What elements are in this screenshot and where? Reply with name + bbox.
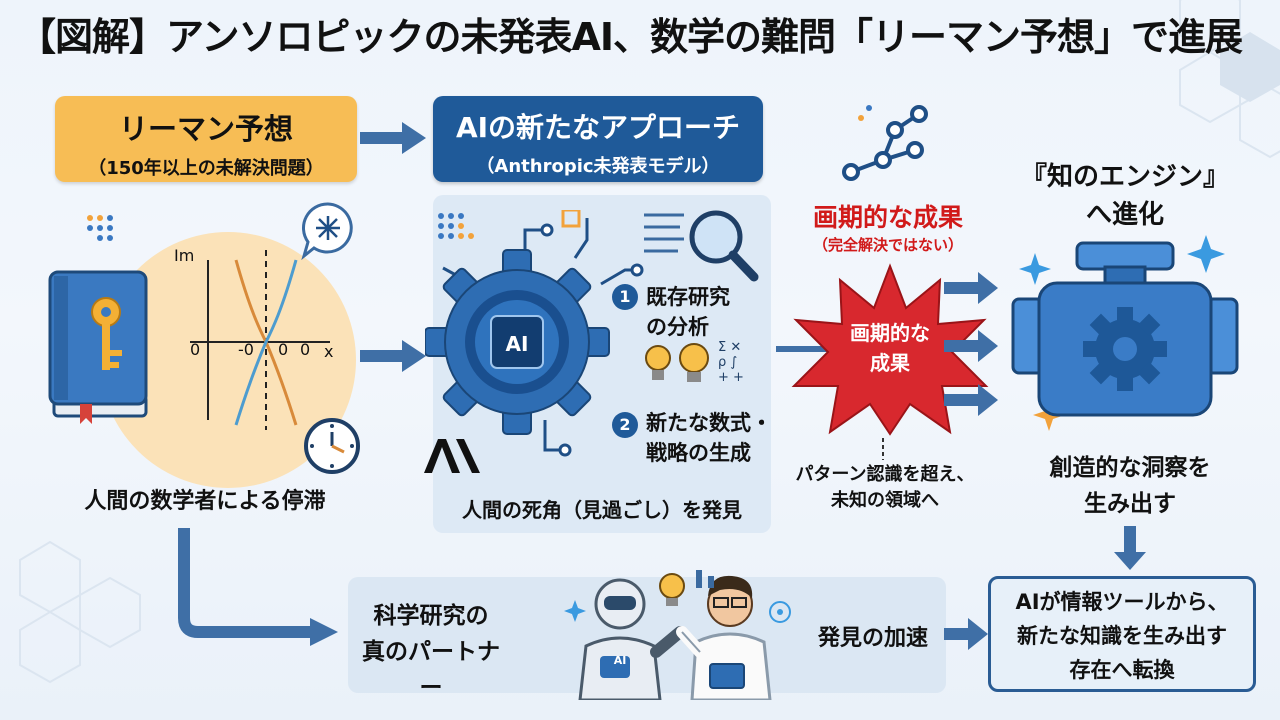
engine-caption: 創造的な洞察を 生み出す [1000,450,1260,522]
approach-subtitle: （Anthropic未発表モデル） [476,156,720,177]
arrow-right-icon [360,340,426,372]
burst-text: 画期的な 成果 [820,318,960,378]
step1-line1: 既存研究 [646,285,730,309]
arrow-right-icon [944,618,988,650]
breakthrough-title: 画期的な成果 [812,203,963,232]
pattern-label: パターン認識を超え、 未知の領域へ [790,462,980,514]
decorative-dots-icon [438,213,474,239]
axis-y-label: Im [174,246,195,265]
robot-scientist-handshake-icon [564,570,791,700]
tick-zero-neg: -0 [238,340,254,359]
engine-title-line1: 『知のエンジン』 [1020,162,1229,192]
final-conclusion-box: AIが情報ツールから、 新たな知識を生み出す 存在へ転換 [988,576,1256,692]
riemann-title: リーマン予想 [118,112,293,146]
burst-line1: 画期的な [850,321,930,345]
final-line3: 存在へ転換 [1069,658,1175,682]
pattern-line1: パターン認識を超え、 [795,464,975,485]
riemann-hypothesis-box: リーマン予想 （150年以上の未解決問題） [55,96,357,182]
pattern-line2: 未知の領域へ [831,490,939,511]
dashed-connector [882,438,884,460]
book-with-key-icon [48,270,148,424]
step1-number: 1 [612,284,638,310]
tick-zero-right: 0 [278,340,289,359]
stagnation-label: 人間の数学者による停滞 [84,489,326,514]
new-approach-box: AIの新たなアプローチ （Anthropic未発表モデル） [433,96,763,182]
axis-x-label: x [324,342,334,361]
tick-zero-left: 0 [190,340,201,359]
acceleration-label: 発見の加速 [817,626,928,651]
starburst-icon [791,263,989,436]
blind-spot-label: 人間の死角（見過ごし）を発見 [462,498,742,522]
magnifier-document-icon [644,210,759,282]
breakthrough-subtitle: （完全解決ではない） [812,236,963,254]
connector-line [776,346,836,352]
robot-chip-label: AI [613,654,627,667]
engine-title-line2: へ進化 [1085,200,1164,230]
partner-line1: 科学研究の [373,603,489,629]
engine-title: 『知のエンジン』 へ進化 [985,158,1265,234]
engine-caption-line2: 生み出す [1084,491,1176,517]
lightbulb-icons [645,343,709,382]
arrow-right-icon [360,122,426,154]
anthropic-logo-icon [424,439,480,473]
step1-text: 既存研究 の分析 [646,282,730,342]
page-title: 【図解】アンソロピックの未発表AI、数学の難問「リーマン予想」で進展 [18,15,1243,59]
step1-line2: の分析 [646,315,709,339]
triple-arrows-icon [944,272,998,416]
network-nodes-icon [842,105,928,181]
arrow-down-icon [1114,526,1146,570]
engine-caption-line1: 創造的な洞察を [1049,455,1211,481]
partner-text: 科学研究の 真のパートナー [356,598,506,706]
speech-bubble-sparkle-icon [301,202,353,260]
ai-chip-label: AI [505,332,529,356]
math-symbols: Σ ✕ ρ ∫ + + [718,340,744,385]
approach-title: AIの新たなアプローチ [455,111,741,144]
engine-gear-icon [1011,235,1239,431]
step2-text: 新たな数式・ 戦略の生成 [646,408,772,468]
riemann-subtitle: （150年以上の未解決問題） [88,158,324,179]
step2-line1: 新たな数式・ [646,411,772,435]
decorative-dots-icon [87,215,113,241]
elbow-arrow-icon [178,528,338,646]
step2-line2: 戦略の生成 [646,441,751,465]
ai-gear-icon [425,210,644,457]
partner-line2: 真のパートナー [362,639,500,701]
final-line2: 新たな知識を生み出す [1017,624,1227,648]
tick-zero-right2: 0 [300,340,311,359]
final-line1: AIが情報ツールから、 [1015,590,1229,614]
burst-line2: 成果 [870,351,910,375]
step2-number: 2 [612,412,638,438]
final-text: AIが情報ツールから、 新たな知識を生み出す 存在へ転換 [991,585,1253,687]
clock-icon [304,418,360,474]
function-plot [190,250,330,430]
